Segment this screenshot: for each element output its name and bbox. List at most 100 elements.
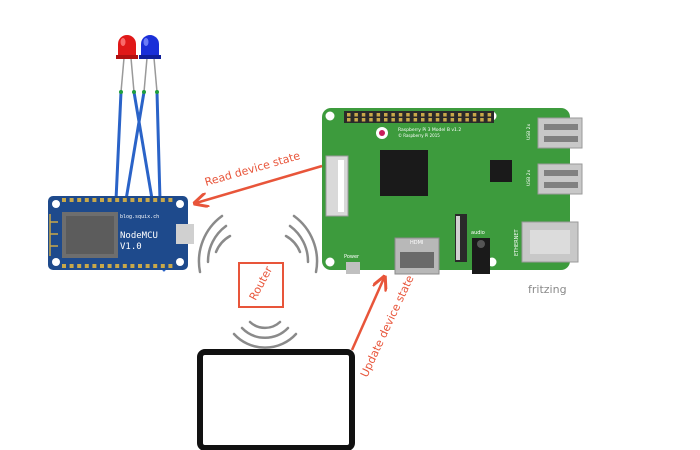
- pin: [435, 118, 440, 122]
- pin: [122, 264, 127, 268]
- usb-bottom-label: USB 2x: [526, 169, 532, 186]
- nodemcu-board: blog.squix.ch NodeMCU V1.0: [48, 196, 194, 270]
- red-led: [116, 35, 138, 93]
- pin: [421, 118, 425, 122]
- pin: [480, 113, 484, 117]
- pin: [153, 198, 158, 202]
- pin: [413, 113, 418, 117]
- pin: [100, 264, 104, 268]
- usb-top-label: USB 2x: [526, 123, 532, 140]
- update-device-state-arrow: Update device state: [350, 273, 417, 379]
- pin: [347, 118, 351, 122]
- pin: [443, 113, 447, 117]
- pin: [160, 198, 165, 202]
- pin: [168, 264, 173, 268]
- pin: [69, 198, 74, 202]
- pin: [458, 118, 462, 122]
- pin: [480, 118, 484, 122]
- antenna-trace: [49, 214, 58, 256]
- pin: [84, 198, 89, 202]
- pin: [450, 113, 455, 117]
- pin: [472, 118, 477, 122]
- pin: [421, 113, 425, 117]
- fritzing-watermark: fritzing: [528, 283, 567, 296]
- pin: [77, 198, 82, 202]
- pin: [130, 264, 135, 268]
- pin: [77, 264, 82, 268]
- pin: [391, 113, 395, 117]
- pin: [435, 113, 440, 117]
- pin: [130, 198, 135, 202]
- pin: [145, 198, 150, 202]
- raspberry-pi-board: Raspberry Pi 3 Model B v1.2 © Raspberry …: [322, 108, 583, 275]
- pin: [122, 198, 127, 202]
- pin: [354, 118, 358, 122]
- pin: [398, 113, 403, 117]
- pin: [69, 264, 74, 268]
- pin: [138, 264, 142, 268]
- blue-led: [139, 35, 161, 93]
- pin: [443, 118, 447, 122]
- display-connector: [325, 155, 349, 217]
- pin: [384, 113, 388, 117]
- pin: [115, 264, 120, 268]
- pin: [84, 264, 89, 268]
- pin: [428, 113, 432, 117]
- wifi-waves-bottom-icon: [232, 320, 298, 349]
- update-device-state-label: Update device state: [358, 273, 417, 379]
- pin: [391, 118, 395, 122]
- pin: [406, 113, 410, 117]
- pin: [160, 264, 165, 268]
- pin: [92, 264, 97, 268]
- read-device-state-label: Read device state: [203, 149, 302, 189]
- pi-model-label: Raspberry Pi 3 Model B v1.2: [398, 127, 461, 133]
- pin: [384, 118, 388, 122]
- pin: [153, 264, 158, 268]
- laptop-icon: [197, 349, 355, 450]
- wire-joints: [119, 90, 159, 94]
- audio-label: audio: [471, 230, 485, 236]
- router: Router: [238, 262, 284, 308]
- pin: [168, 198, 173, 202]
- pin: [62, 198, 66, 202]
- nodemcu-name-label: NodeMCU: [120, 231, 158, 241]
- pin: [465, 118, 469, 122]
- pin: [398, 118, 403, 122]
- pin: [369, 118, 373, 122]
- pin: [472, 113, 477, 117]
- power-port: [346, 262, 360, 274]
- pin: [406, 118, 410, 122]
- pin: [465, 113, 469, 117]
- read-device-state-arrow: Read device state: [196, 149, 323, 203]
- pin: [487, 118, 492, 122]
- pin: [92, 198, 97, 202]
- ethernet-label: ETHERNET: [514, 228, 520, 256]
- pin: [354, 113, 358, 117]
- pin: [361, 113, 366, 117]
- raspberry-logo-icon: [376, 127, 388, 139]
- pin: [428, 118, 432, 122]
- gpio-header: [344, 111, 494, 123]
- hdmi-label: HDMI: [410, 240, 423, 246]
- pin: [413, 118, 418, 122]
- pin: [458, 113, 462, 117]
- pin: [115, 198, 120, 202]
- pi-copyright-label: © Raspberry Pi 2015: [398, 133, 440, 138]
- pin: [450, 118, 455, 122]
- pin: [107, 264, 112, 268]
- pin: [62, 264, 66, 268]
- pin: [100, 198, 104, 202]
- usb-port-top: [537, 117, 583, 149]
- lan-chip: [490, 160, 512, 182]
- pin: [107, 198, 112, 202]
- nodemcu-pins-top: [62, 198, 173, 202]
- pin: [487, 113, 492, 117]
- gpio-pins: [347, 113, 492, 122]
- pin: [376, 113, 381, 117]
- soc-chip: [380, 150, 428, 196]
- audio-jack: [472, 238, 490, 274]
- pin: [376, 118, 381, 122]
- nodemcu-site-label: blog.squix.ch: [120, 214, 159, 220]
- usb-port-bottom: [537, 163, 583, 195]
